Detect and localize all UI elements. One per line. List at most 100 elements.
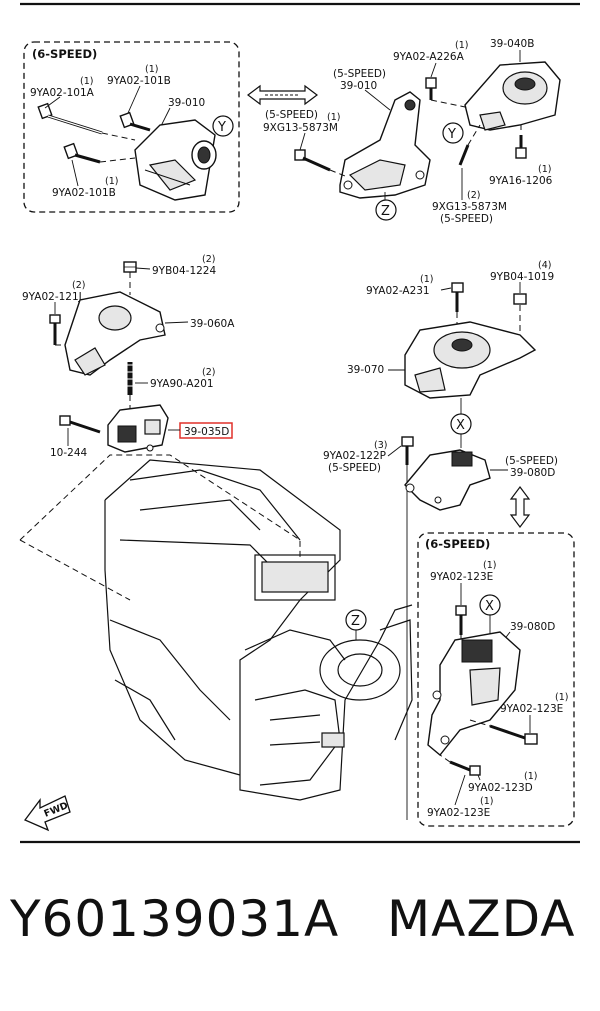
bolt-short-icon [119,111,151,132]
label-9yb04-1224[interactable]: (2) 9YB04-1224 [152,254,216,277]
svg-text:9YA02-101B: 9YA02-101B [107,75,171,87]
label-39-040b[interactable]: 39-040B [490,38,534,50]
marker-z-bottom: Z [345,609,367,631]
bolt-123e-top-icon [455,605,467,635]
svg-text:(1): (1) [555,692,568,703]
nut-1224-icon [123,261,137,273]
svg-text:(1): (1) [145,64,158,75]
svg-text:X: X [485,599,494,614]
svg-text:(2): (2) [467,190,480,201]
svg-text:(2): (2) [72,280,85,291]
label-9ya16-1206[interactable]: (1) 9YA16-1206 [489,164,553,187]
bolt-1206-icon [515,135,527,159]
mount-bracket-39-080d-5speed [404,449,491,511]
svg-text:(1): (1) [80,76,93,87]
marker-y-left: Y [212,115,234,137]
mount-bracket-39-035d [107,404,169,453]
mount-bracket-39-010-5speed [339,91,431,199]
svg-text:(1): (1) [327,112,340,123]
label-9yb04-1019[interactable]: (4) 9YB04-1019 [490,260,554,283]
svg-text:9YA90-A201: 9YA90-A201 [150,378,214,390]
svg-text:9YA02-A226A: 9YA02-A226A [393,51,465,63]
svg-text:(5-SPEED): (5-SPEED) [265,109,318,121]
double-arrow-icon [247,84,318,106]
svg-text:9YA16-1206: 9YA16-1206 [489,175,553,187]
six-speed-box-top [23,41,240,213]
svg-text:39-080D: 39-080D [510,467,555,479]
svg-text:9YA02-122P: 9YA02-122P [323,450,386,462]
label-5speed-39-010[interactable]: (5-SPEED) 39-010 [333,68,386,92]
marker-y-right: Y [442,122,464,144]
svg-text:(2): (2) [202,367,215,378]
svg-text:9YA02-A231: 9YA02-A231 [366,285,430,297]
svg-text:Y: Y [217,120,226,135]
svg-text:X: X [456,418,465,433]
svg-text:9YA02-101B: 9YA02-101B [52,187,116,199]
svg-text:Z: Z [381,204,390,219]
svg-text:9YA02-101A: 9YA02-101A [30,87,95,99]
svg-text:(1): (1) [524,771,537,782]
marker-z-top: Z [375,199,397,221]
fwd-arrow-icon: FWD [23,795,71,832]
bolt-121j-icon [49,314,61,345]
label-9ya02-101b-bottom[interactable]: (1) 9YA02-101B [52,176,118,199]
label-39-070[interactable]: 39-070 [347,364,384,376]
svg-text:(5-SPEED): (5-SPEED) [333,68,386,80]
svg-text:(1): (1) [105,176,118,187]
label-39-060a[interactable]: 39-060A [190,318,235,330]
label-9ya02-101b-top[interactable]: (1) 9YA02-101B [107,64,171,87]
label-9ya02-123e-top[interactable]: (1) 9YA02-123E [430,560,496,583]
label-5speed-39-080d[interactable]: (5-SPEED) 39-080D [505,455,558,479]
label-9ya02-a231[interactable]: (1) 9YA02-A231 [366,274,433,297]
svg-text:9YA02-123E: 9YA02-123E [430,571,493,583]
svg-text:9YB04-1019: 9YB04-1019 [490,271,554,283]
label-9ya90-a201[interactable]: (2) 9YA90-A201 [150,367,215,390]
svg-text:(1): (1) [483,560,496,571]
svg-text:9YB04-1224: 9YB04-1224 [152,265,216,277]
mount-bracket-39-080d-6speed [427,631,521,756]
label-39-080d-6speed[interactable]: 39-080D [510,621,555,633]
svg-text:(2): (2) [202,254,215,265]
svg-text:(3): (3) [374,440,387,451]
svg-text:(5-SPEED): (5-SPEED) [440,213,493,225]
svg-text:(1): (1) [538,164,551,175]
label-10-244[interactable]: 10-244 [50,447,88,459]
svg-text:Z: Z [351,614,360,629]
label-9ya02-101a[interactable]: (1) 9YA02-101A [30,76,95,99]
highlight-box [179,422,233,439]
svg-text:(4): (4) [538,260,551,271]
label-9ya02-123d[interactable]: (1) 9YA02-123D [468,771,537,794]
label-5speed-9xg13-5873m[interactable]: (5-SPEED) (1) 9XG13-5873M [263,109,340,134]
svg-text:Y: Y [447,127,456,142]
label-9xg13-5873m-2[interactable]: (2) 9XG13-5873M (5-SPEED) [432,190,507,225]
label-9ya02-122p[interactable]: (3) 9YA02-122P (5-SPEED) [323,440,387,474]
bolt-a231-icon [451,282,464,312]
label-39-010-left[interactable]: 39-010 [168,97,205,109]
engine-mount-39-070 [404,321,537,399]
engine-mount-39-010-6speed [134,119,217,201]
svg-text:9YA02-123D: 9YA02-123D [468,782,533,794]
nut-1019-icon [513,293,527,305]
svg-text:(1): (1) [420,274,433,285]
vertical-double-arrow-icon [509,486,531,528]
svg-text:(5-SPEED): (5-SPEED) [328,462,381,474]
marker-x-middle: X [450,413,472,435]
label-9ya02-123e-bottom[interactable]: (1) 9YA02-123E [427,796,493,819]
label-39-035d-highlight[interactable]: 39-035D [179,422,233,439]
svg-text:39-010: 39-010 [340,80,377,92]
label-9ya02-123e-right[interactable]: (1) 9YA02-123E [500,692,568,715]
bolt-123e-right-icon [489,724,538,745]
six-speed-label-bottom: (6-SPEED) [425,537,490,551]
svg-text:(1): (1) [455,40,468,51]
footer: Y60139031A MAZDA [0,890,600,980]
engine-mount-39-060a [64,291,166,376]
bolt-a226a-icon [425,77,437,100]
marker-x-bottom: X [479,594,501,616]
engine-block-outline [19,454,413,801]
svg-text:(1): (1) [480,796,493,807]
label-9ya02-a226a[interactable]: (1) 9YA02-A226A [393,40,468,63]
label-9ya02-121j[interactable]: (2) 9YA02-121J [22,280,85,303]
svg-text:9YA02-123E: 9YA02-123E [500,703,563,715]
svg-text:9XG13-5873M: 9XG13-5873M [432,201,507,213]
parts-diagram: (6-SPEED) (1) 9YA02-101A (1) 9YA02-101B … [19,2,580,844]
